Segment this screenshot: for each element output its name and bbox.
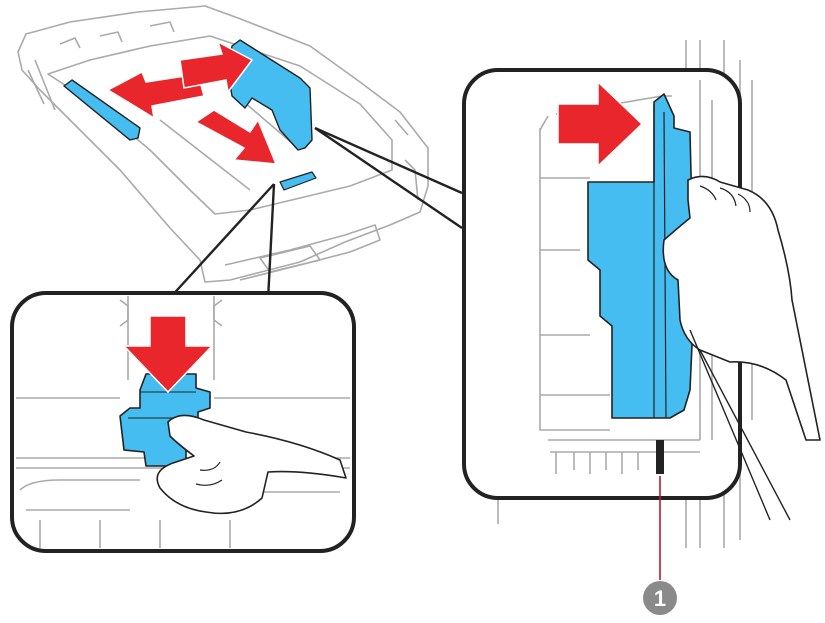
hand-holding-guide <box>662 175 821 441</box>
edge-guide-mark <box>656 440 664 474</box>
arrow-down-icon <box>122 315 214 394</box>
arrow-right-icon <box>179 40 254 94</box>
callout-1-number: 1 <box>654 586 666 611</box>
left-edge-guide <box>63 79 141 141</box>
front-edge-guide <box>279 171 317 191</box>
arrow-down-icon <box>194 109 278 165</box>
callout-1: 1 <box>643 581 677 615</box>
side-edge-guide-detail <box>587 93 695 419</box>
right-edge-guide <box>227 39 313 151</box>
arrow-right-icon <box>557 80 644 168</box>
zoom-connector-lines <box>167 126 463 301</box>
hand-pinching-guide <box>156 414 347 515</box>
